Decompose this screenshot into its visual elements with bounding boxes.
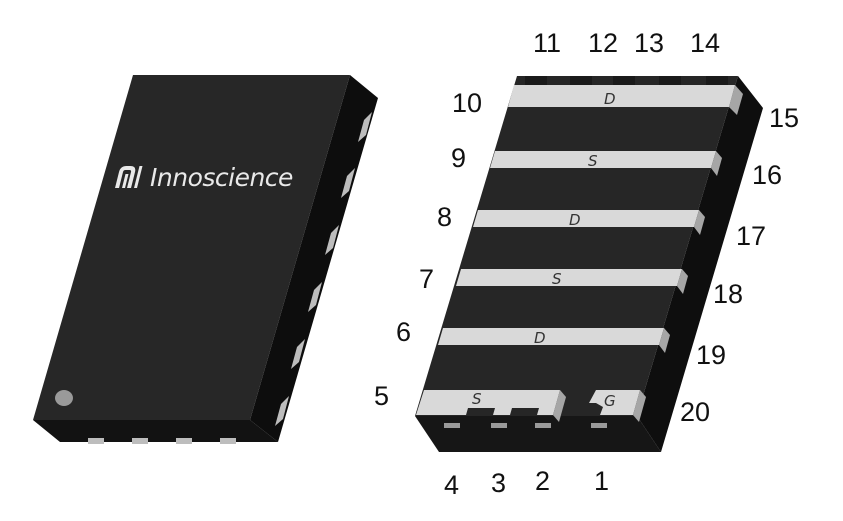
pin-17: 17 bbox=[736, 221, 766, 251]
package-bottom-view: D S D S D S G 11 12 13 14 10 9 8 7 6 5 1… bbox=[374, 28, 799, 500]
pad-labels: D S D S D S G bbox=[472, 90, 616, 410]
pad-label-drain-3: D bbox=[534, 329, 546, 347]
brand-name: Innoscience bbox=[150, 163, 293, 192]
pin-11: 11 bbox=[533, 28, 561, 58]
pin-7: 7 bbox=[419, 264, 434, 294]
pin-13: 13 bbox=[634, 28, 664, 58]
pin-12: 12 bbox=[588, 28, 618, 58]
pad-strips bbox=[416, 85, 743, 422]
pin-16: 16 bbox=[752, 160, 782, 190]
innoscience-logo-icon bbox=[115, 166, 143, 188]
pin-2: 2 bbox=[535, 466, 550, 496]
pad-label-top-drain: D bbox=[604, 90, 616, 108]
pad-gate bbox=[589, 390, 640, 415]
pin-3: 3 bbox=[491, 468, 506, 498]
pad-label-gate: G bbox=[604, 392, 616, 410]
pad-drain-top bbox=[508, 85, 735, 107]
package-top-view: Innoscience bbox=[33, 75, 378, 444]
pin-15: 15 bbox=[769, 103, 799, 133]
bottom-view-right-face bbox=[637, 76, 763, 452]
pin-18: 18 bbox=[713, 279, 743, 309]
pad-label-source-2: S bbox=[552, 270, 562, 288]
pad-source-1 bbox=[490, 151, 716, 168]
bottom-view-front-face bbox=[415, 416, 661, 452]
right-side-terminals bbox=[275, 112, 372, 426]
pad-drain-2 bbox=[473, 210, 699, 227]
pad-drain-3 bbox=[438, 328, 664, 345]
pin1-indicator-dot bbox=[55, 390, 73, 406]
pin-1: 1 bbox=[594, 466, 609, 496]
pin-14: 14 bbox=[690, 28, 720, 58]
pad-label-source-1: S bbox=[588, 152, 598, 170]
pin-8: 8 bbox=[437, 202, 452, 232]
top-terminals bbox=[525, 76, 728, 85]
bottom-terminals bbox=[444, 423, 607, 428]
pin-9: 9 bbox=[451, 143, 466, 173]
package-front-face bbox=[33, 420, 278, 442]
pin-19: 19 bbox=[696, 340, 726, 370]
pin-4: 4 bbox=[444, 470, 459, 500]
pin-numbers: 11 12 13 14 10 9 8 7 6 5 15 16 17 18 19 … bbox=[374, 28, 799, 500]
pin-10: 10 bbox=[452, 88, 482, 118]
pin-20: 20 bbox=[680, 397, 710, 427]
pad-source-bottom bbox=[416, 390, 560, 415]
package-right-face bbox=[250, 75, 378, 442]
pad-label-source-bottom: S bbox=[472, 390, 482, 408]
front-terminals bbox=[88, 438, 236, 444]
pin-6: 6 bbox=[396, 317, 411, 347]
pad-label-drain-2: D bbox=[569, 211, 581, 229]
package-top-face bbox=[33, 75, 350, 420]
pin-5: 5 bbox=[374, 381, 389, 411]
pad-source-2 bbox=[456, 269, 682, 286]
